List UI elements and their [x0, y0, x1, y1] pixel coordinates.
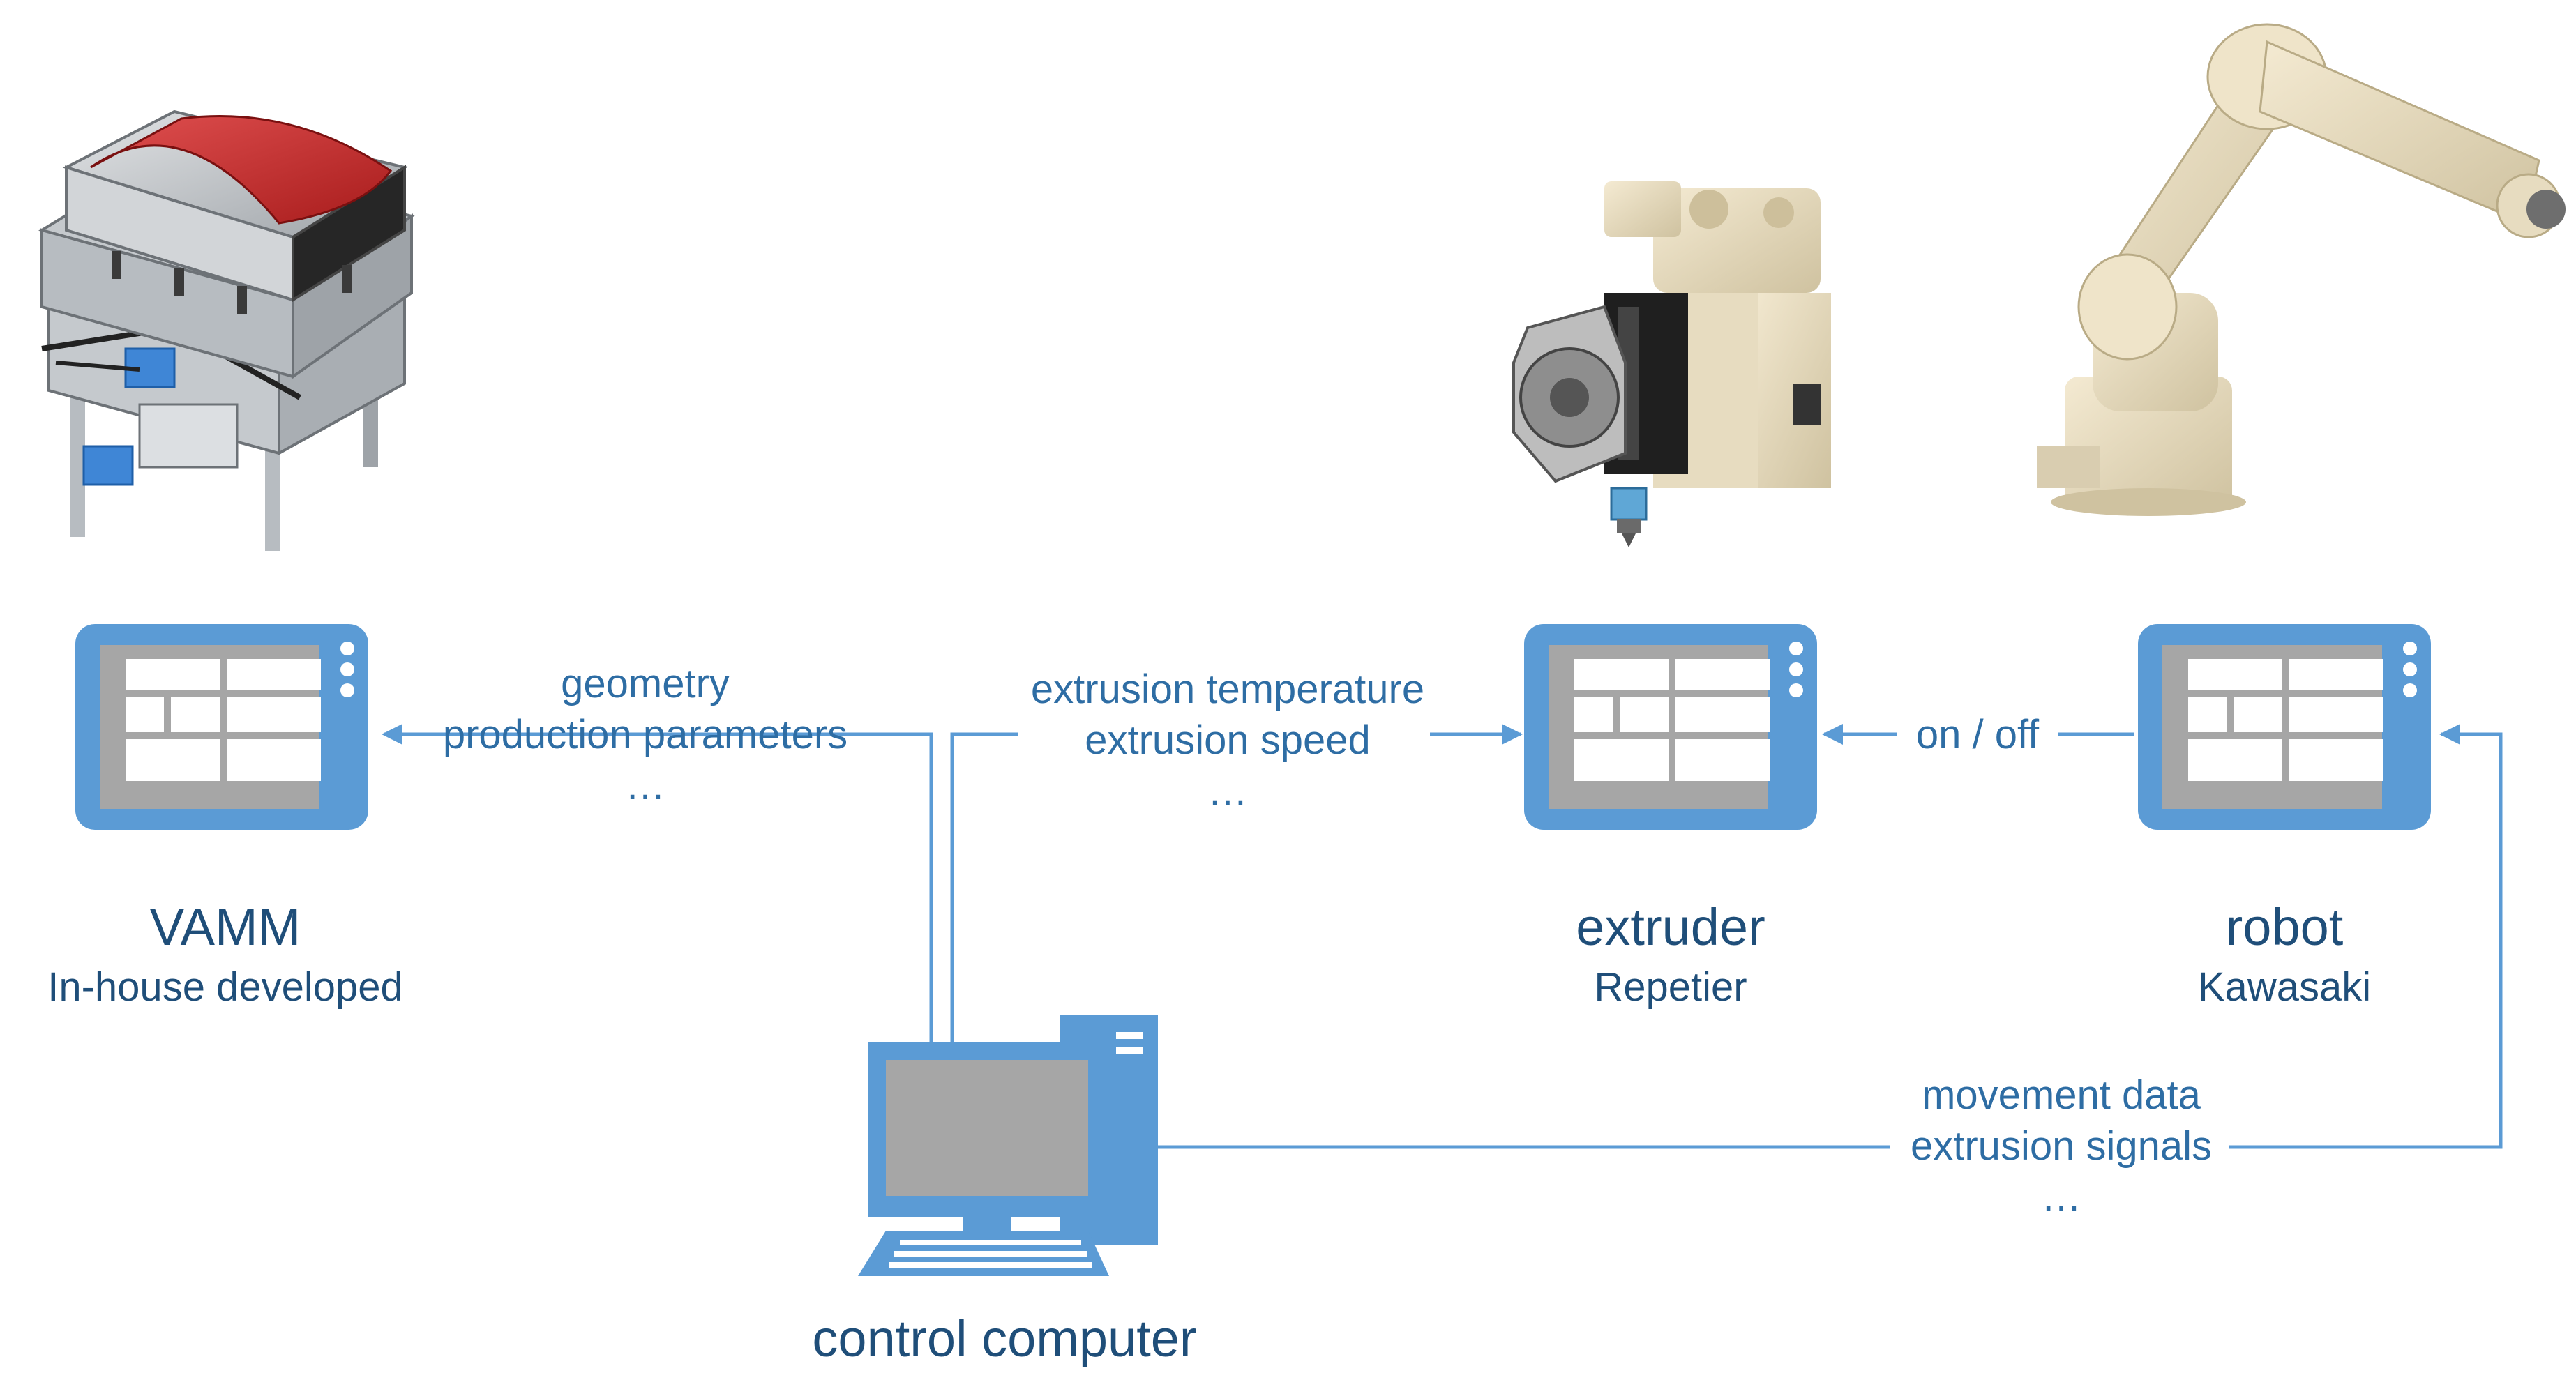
link-to-vamm — [865, 732, 933, 1042]
extruder-illustration — [1512, 181, 1831, 547]
svg-text:geometry: geometry — [561, 661, 730, 706]
tablet-icon — [2138, 624, 2431, 830]
connector-lines — [382, 724, 2503, 1149]
node-vamm-caption: VAMM In-house developed — [47, 898, 403, 1010]
tablet-icon — [75, 624, 368, 830]
node-title: extruder — [1576, 898, 1765, 956]
node-subtitle: Repetier — [1594, 964, 1747, 1010]
svg-text:…: … — [2041, 1174, 2081, 1220]
robot-arm-illustration — [2037, 23, 2566, 516]
svg-text:…: … — [1207, 768, 1248, 814]
label-to-extruder: extrusion temperature extrusion speed … — [1031, 667, 1424, 814]
node-subtitle: In-house developed — [47, 964, 403, 1010]
node-extruder-caption: extruder Repetier — [1576, 898, 1765, 1010]
desktop-computer-icon — [858, 1015, 1158, 1276]
label-to-robot: movement data extrusion signals … — [1911, 1072, 2212, 1220]
label-to-vamm: geometry production parameters … — [443, 661, 848, 808]
svg-text:on / off: on / off — [1916, 712, 2040, 757]
svg-text:extrusion speed: extrusion speed — [1085, 718, 1370, 763]
link-to-extruder — [950, 732, 1018, 1042]
svg-text:production parameters: production parameters — [443, 712, 848, 757]
node-subtitle: Kawasaki — [2198, 964, 2371, 1010]
svg-text:…: … — [625, 763, 665, 808]
label-robot-to-extruder: on / off — [1916, 712, 2040, 757]
node-title: control computer — [812, 1310, 1196, 1367]
node-title: robot — [2226, 898, 2344, 956]
svg-text:extrusion temperature: extrusion temperature — [1031, 667, 1424, 712]
svg-text:extrusion signals: extrusion signals — [1911, 1123, 2212, 1169]
node-title: VAMM — [150, 898, 301, 956]
vamm-machine-illustration — [38, 109, 415, 551]
svg-text:movement data: movement data — [1922, 1072, 2201, 1118]
tablet-icon — [1524, 624, 1817, 830]
node-robot-caption: robot Kawasaki — [2198, 898, 2371, 1010]
